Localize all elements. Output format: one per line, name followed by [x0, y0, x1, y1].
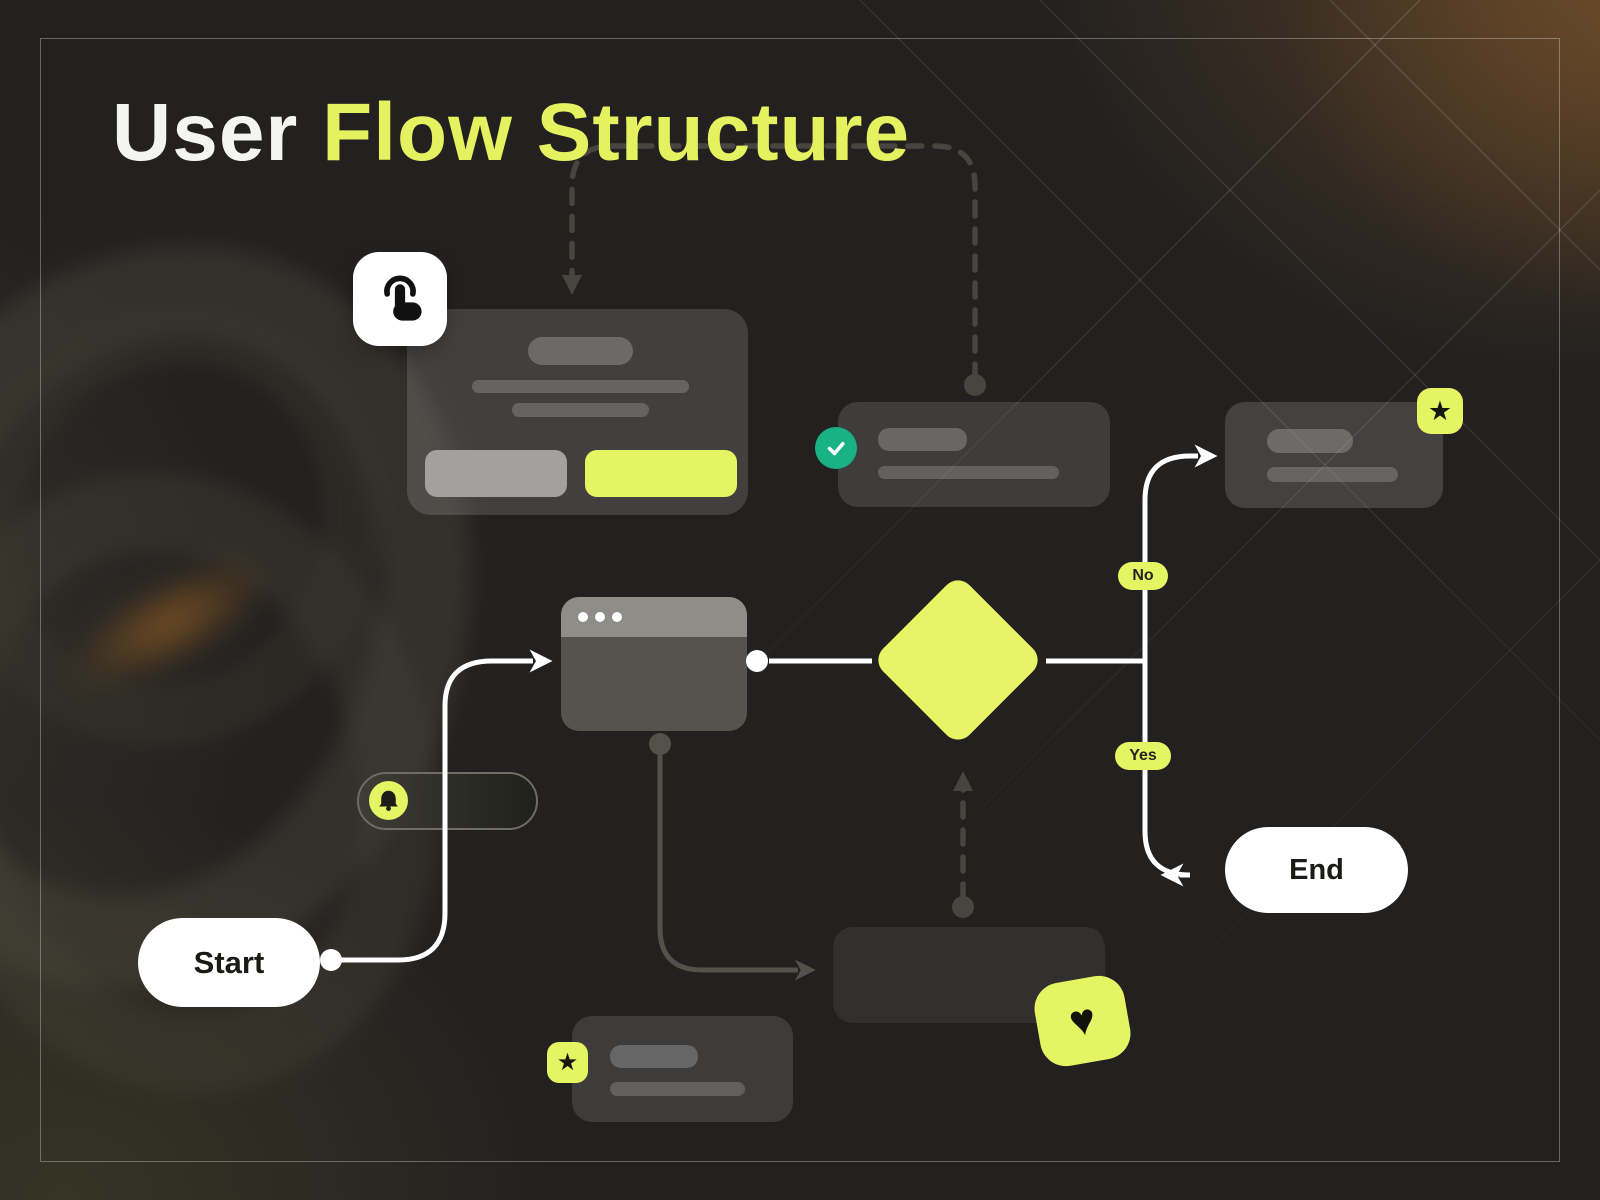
tap-gesture-icon [353, 252, 447, 346]
star-icon: ★ [1417, 388, 1463, 434]
skeleton-line [878, 466, 1059, 479]
star-glyph: ★ [1427, 395, 1453, 426]
branch-label-no: No [1118, 562, 1168, 590]
heart-glyph: ♥ [1065, 994, 1100, 1047]
flow-node-form-card[interactable] [407, 309, 748, 515]
skeleton-line [1267, 467, 1398, 482]
secondary-button[interactable] [425, 450, 567, 497]
title-flow-structure: Flow Structure [322, 87, 911, 178]
end-node[interactable]: End [1225, 827, 1408, 913]
window-dot-icon [612, 612, 622, 622]
end-label: End [1289, 853, 1344, 886]
skeleton-title [1267, 429, 1353, 453]
notification-toggle[interactable] [357, 772, 538, 830]
skeleton-line [472, 380, 689, 393]
branch-label-yes: Yes [1115, 742, 1171, 770]
start-label: Start [193, 944, 265, 980]
yes-label-text: Yes [1129, 747, 1157, 764]
star-glyph: ★ [556, 1048, 579, 1076]
flow-node-favorite-card[interactable]: ★ [1225, 388, 1463, 508]
flow-node-browser-window[interactable] [561, 597, 747, 731]
flow-node-confirmation-card[interactable] [815, 402, 1110, 507]
browser-titlebar [561, 597, 747, 637]
skeleton-title [610, 1045, 698, 1068]
tap-gesture-glyph [384, 275, 422, 321]
flow-node-rating-card[interactable]: ★ [547, 1016, 793, 1122]
check-icon [815, 427, 857, 469]
window-dot-icon [595, 612, 605, 622]
page-title: User Flow Structure [112, 86, 910, 180]
star-icon: ★ [547, 1042, 588, 1083]
title-user: User [112, 87, 323, 178]
bell-icon [369, 781, 408, 820]
check-glyph [827, 442, 845, 456]
skeleton-title [878, 428, 967, 451]
skeleton-title [528, 337, 633, 365]
window-dot-icon [578, 612, 588, 622]
start-node[interactable]: Start [138, 918, 320, 1007]
skeleton-line [512, 403, 649, 417]
bell-glyph [379, 790, 398, 811]
skeleton-line [610, 1082, 745, 1096]
no-label-text: No [1132, 567, 1154, 584]
primary-button[interactable] [585, 450, 737, 497]
